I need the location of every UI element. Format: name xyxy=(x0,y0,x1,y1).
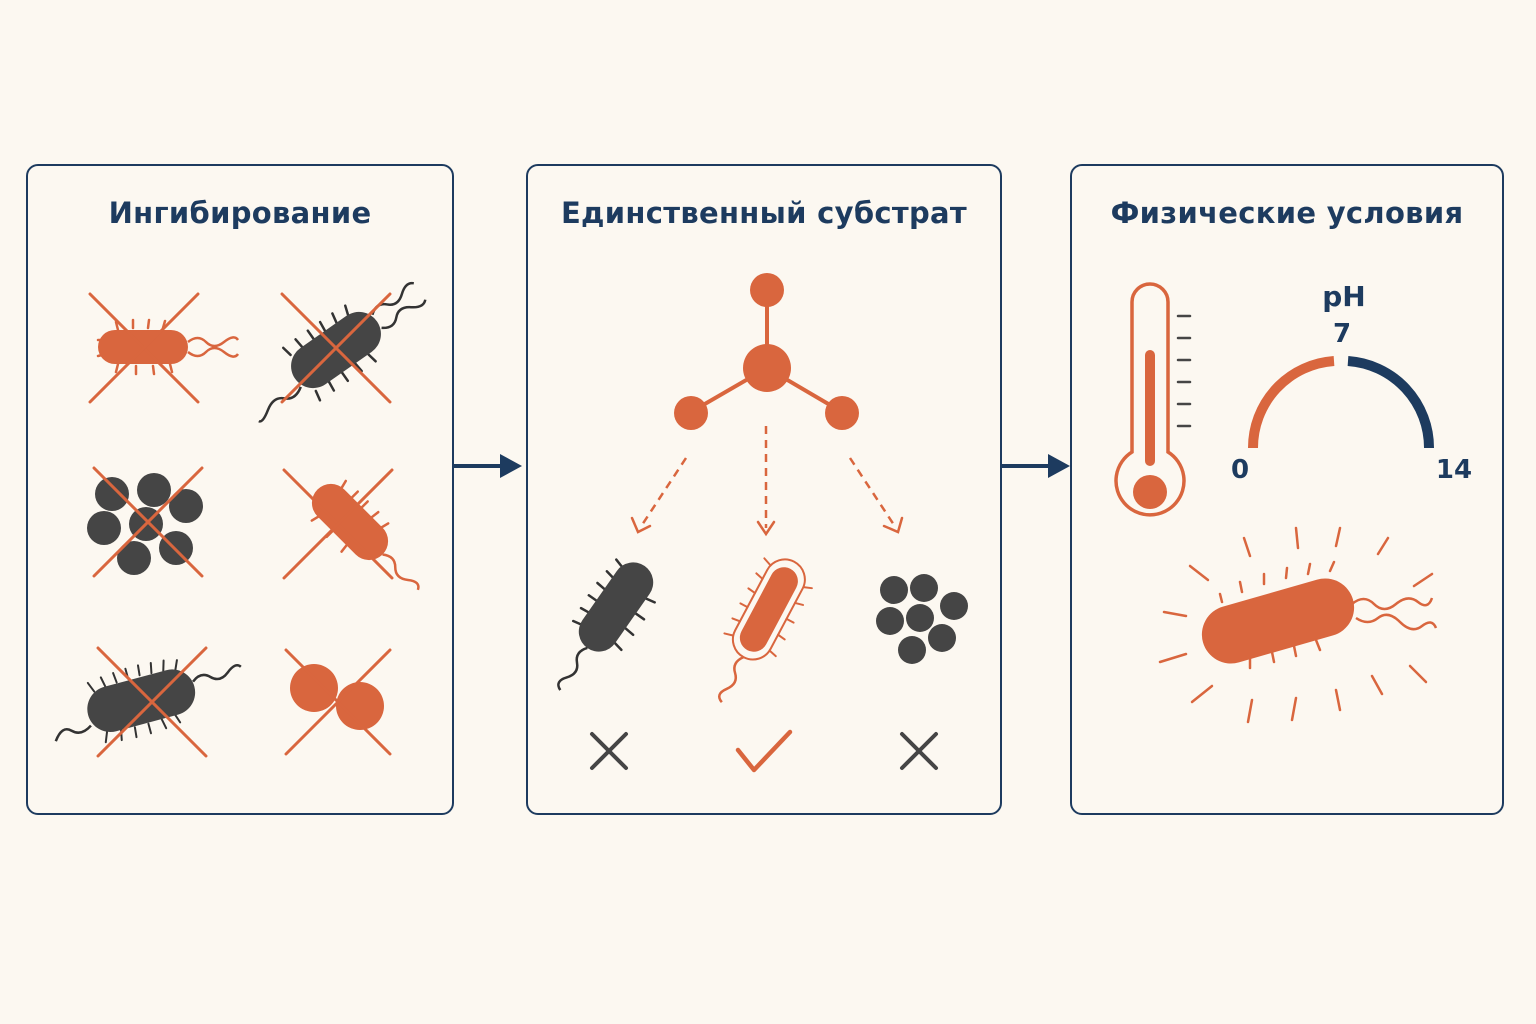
orange-rod-bacterium-icon xyxy=(96,318,240,376)
cross-out-icon xyxy=(92,466,204,578)
inhibition-illustration xyxy=(54,281,427,758)
cross-mark-icon xyxy=(590,732,628,770)
flow-arrow-icon xyxy=(454,454,522,478)
dark-rod-bacterium-icon xyxy=(557,558,656,691)
cross-out-icon xyxy=(96,646,208,758)
orange-rod-bacterium-icon xyxy=(718,557,813,704)
orange-rod-bacterium-icon xyxy=(310,479,420,591)
single-substrate-illustration xyxy=(557,273,968,773)
orange-diplococcus-icon xyxy=(290,664,384,730)
ph-gauge-max-label: 14 xyxy=(1436,455,1472,485)
check-mark-icon xyxy=(735,729,793,773)
cross-out-icon xyxy=(88,292,200,404)
inhibition-panel: Ингибирование xyxy=(26,164,454,815)
dashed-arrow-icon xyxy=(638,426,898,529)
physical-conditions-panel-title: Физические условия xyxy=(1110,196,1464,230)
cross-out-icon xyxy=(284,648,392,756)
single-substrate-panel-title: Единственный субстрат xyxy=(560,196,968,230)
single-substrate-panel: Единственный субстрат xyxy=(526,164,1002,815)
ph-gauge-label: pH xyxy=(1322,280,1365,313)
cross-out-icon xyxy=(280,292,392,404)
orange-rod-bacterium-icon xyxy=(1158,526,1438,724)
cross-out-icon xyxy=(282,468,394,580)
ph-gauge-mid-label: 7 xyxy=(1333,319,1351,349)
flow-arrow-icon xyxy=(1002,454,1070,478)
physical-conditions-panel: Физические условия pH 7 0 14 xyxy=(1070,164,1504,815)
dark-coccus-cluster-icon xyxy=(876,574,968,664)
physical-conditions-illustration: pH 7 0 14 xyxy=(1114,280,1472,724)
thermometer-icon xyxy=(1114,282,1192,517)
molecule-icon xyxy=(674,273,859,430)
inhibition-panel-title: Ингибирование xyxy=(108,196,372,230)
cross-mark-icon xyxy=(900,732,938,770)
ph-gauge: pH 7 0 14 xyxy=(1231,280,1472,485)
ph-gauge-min-label: 0 xyxy=(1231,455,1249,485)
